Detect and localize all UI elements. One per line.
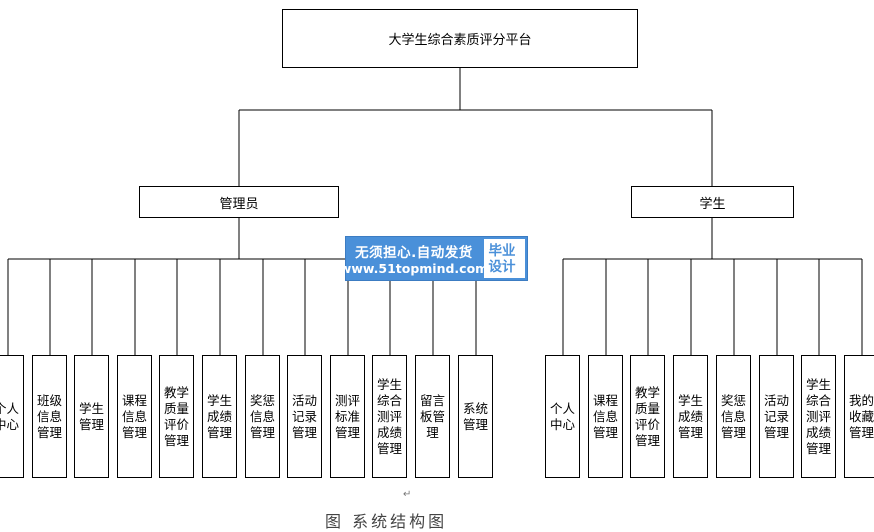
root-label: 大学生综合素质评分平台 [388, 33, 532, 48]
student-leaf: 活动记录管理 [759, 355, 794, 478]
watermark-banner: 无须担心.自动发货 www.51topmind.com 毕业设计 [340, 236, 528, 281]
paragraph-mark: ↵ [403, 489, 412, 500]
admin-leaf: 活动记录管理 [287, 355, 322, 478]
admin-leaf: 系统管理 [458, 355, 493, 478]
student-leaf: 奖惩信息管理 [716, 355, 751, 478]
admin-node: 管理员 [139, 186, 339, 218]
structure-connectors [7, 67, 863, 355]
student-leaf: 我的收藏管理 [844, 355, 874, 478]
admin-leaf: 个人中心 [0, 355, 24, 478]
student-node: 学生 [631, 186, 794, 218]
watermark-url: www.51topmind.com [339, 261, 489, 276]
student-leaf: 学生成绩管理 [673, 355, 708, 478]
admin-leaf: 班级信息管理 [32, 355, 67, 478]
watermark-badge: 毕业设计 [484, 239, 525, 278]
admin-label: 管理员 [219, 196, 259, 212]
admin-leaf: 留言板管理 [415, 355, 450, 478]
admin-leaf: 课程信息管理 [117, 355, 152, 478]
admin-leaf: 学生管理 [74, 355, 109, 478]
admin-leaf: 教学质量评价管理 [159, 355, 194, 478]
student-leaf: 课程信息管理 [588, 355, 623, 478]
root-node: 大学生综合素质评分平台 [282, 9, 638, 68]
admin-leaf: 学生成绩管理 [202, 355, 237, 478]
student-leaf: 个人中心 [545, 355, 580, 478]
admin-leaf: 学生综合测评成绩管理 [372, 355, 407, 478]
admin-leaf: 奖惩信息管理 [245, 355, 280, 478]
watermark-slogan: 无须担心.自动发货 [355, 245, 473, 261]
figure-caption: 图 系统结构图 [325, 512, 448, 531]
student-label: 学生 [699, 196, 726, 212]
student-leaf: 学生综合测评成绩管理 [801, 355, 836, 478]
student-leaf: 教学质量评价管理 [630, 355, 665, 478]
admin-leaf: 测评标准管理 [330, 355, 365, 478]
